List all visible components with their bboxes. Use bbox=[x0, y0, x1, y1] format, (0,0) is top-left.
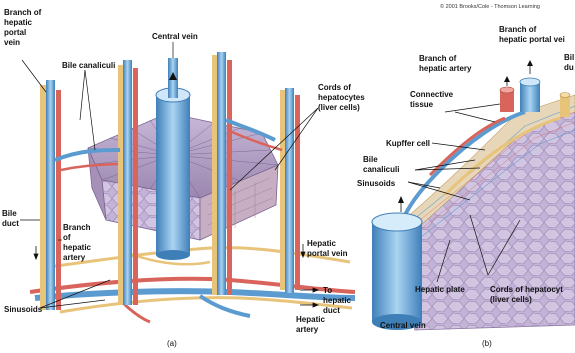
label-bile-canaliculi: Bile canaliculi bbox=[62, 61, 115, 70]
label-central-vein: Central vein bbox=[152, 32, 198, 41]
label-b-hepatic-plate: Hepatic plate bbox=[415, 285, 465, 294]
label-branch-hepatic-portal-vein: Branch of hepatic portal vein bbox=[4, 8, 44, 47]
label-branch-of-hepatic-artery: Branch of hepatic artery bbox=[63, 223, 93, 262]
panel-a-illustration bbox=[30, 52, 355, 322]
caption-a: (a) bbox=[167, 339, 177, 348]
caption-b: (b) bbox=[482, 339, 492, 348]
label-b-connective-tissue: Connective tissue bbox=[410, 90, 455, 109]
label-b-bile-duct: Bil du bbox=[564, 53, 575, 72]
label-hepatic-artery: Hepatic artery bbox=[296, 315, 327, 334]
label-b-bile-canaliculi: Bile canaliculi bbox=[363, 155, 399, 174]
label-b-branch-hepatic-portal-vein: Branch of hepatic portal vei bbox=[499, 25, 565, 44]
label-b-central-vein: Central vein bbox=[380, 321, 426, 330]
label-cords-of-hepatocytes: Cords of hepatocytes (liver cells) bbox=[318, 83, 367, 112]
copyright-text: © 2001 Brooks/Cole - Thomson Learning bbox=[440, 3, 540, 10]
label-b-kupffer-cell: Kupffer cell bbox=[386, 139, 430, 148]
label-sinusoids: Sinusoids bbox=[4, 305, 43, 314]
label-b-branch-of-hepatic-artery: Branch of hepatic artery bbox=[419, 54, 472, 73]
label-hepatic-portal-vein: Hepatic portal vein bbox=[307, 239, 348, 258]
label-b-sinusoids: Sinusoids bbox=[357, 179, 396, 188]
label-bile-duct: Bile duct bbox=[2, 209, 19, 228]
